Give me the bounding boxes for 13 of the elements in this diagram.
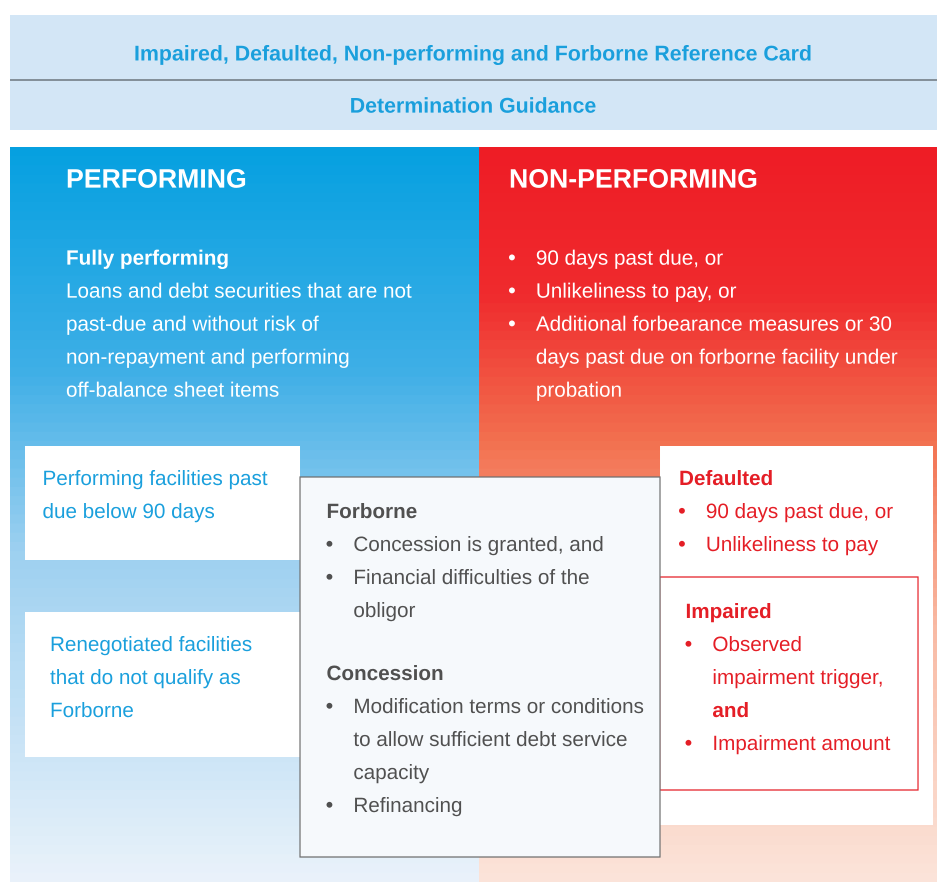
title: Impaired, Defaulted, Non-performing and Forborne Reference Card [135, 45, 811, 65]
overlay-box: Forborne Concession is granted, and Financial difficulties of the obligor Concession Modification terms or conditions to allow sufficient debt service capacity Refinancing [299, 476, 661, 858]
node-label: Unlikeliness to pay, or [537, 282, 736, 302]
node-label: Fully performing [67, 250, 228, 270]
subtitle: Determination Guidance [351, 97, 596, 113]
node-label: 90 days past due, or [536, 250, 723, 269]
node-label: Loans and debt securities that are not past-due and without risk of non-repayment and performing off-balance sheet items [66, 282, 412, 397]
info-box: Performing facilities past due below 90 days [25, 446, 300, 560]
node-label: PERFORMING [68, 169, 246, 188]
info-box: Renegotiated facilities that do not qualify as Forborne [25, 612, 300, 757]
node-label: NON-PERFORMING [510, 169, 756, 188]
node-label: Additional forbearance measures or 30 days past due on forborne facility under probation [536, 316, 898, 401]
impaired-box: Impaired Observed impairment trigger, and Impairment amount [659, 576, 919, 791]
